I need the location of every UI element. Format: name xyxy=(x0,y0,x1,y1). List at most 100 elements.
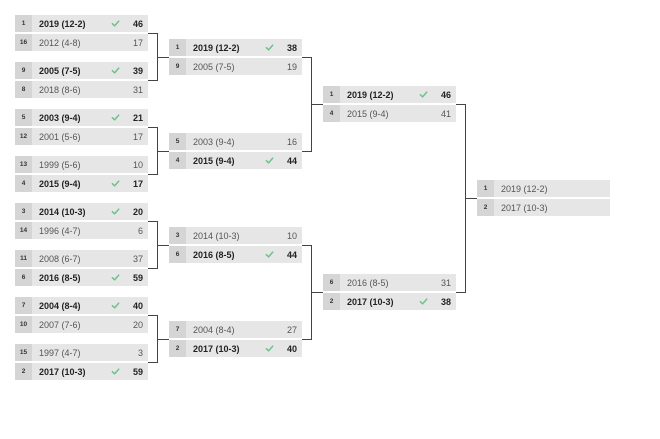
seed-badge: 12 xyxy=(15,128,32,145)
team-name: 2008 (6-7) xyxy=(39,253,81,264)
team-score: 40 xyxy=(132,300,143,311)
seed-badge: 6 xyxy=(169,246,186,263)
seed-badge: 10 xyxy=(15,316,32,333)
team-score: 10 xyxy=(132,159,143,170)
team-row[interactable]: 8 2018 (8-6) 31 xyxy=(15,81,148,98)
team-name: 2016 (8-5) xyxy=(347,277,389,288)
seed-badge: 11 xyxy=(15,250,32,267)
team-score: 44 xyxy=(286,155,297,166)
team-score: 20 xyxy=(132,206,143,217)
seed-badge: 1 xyxy=(15,15,32,32)
check-icon xyxy=(109,66,121,75)
team-name: 2004 (8-4) xyxy=(193,324,235,335)
team-row[interactable]: 6 2016 (8-5) 31 xyxy=(323,274,456,291)
team-name: 2001 (5-6) xyxy=(39,131,81,142)
seed-badge: 15 xyxy=(15,344,32,361)
team-row[interactable]: 4 2015 (9-4) 44 xyxy=(169,152,302,169)
check-icon xyxy=(417,90,429,99)
seed-badge: 7 xyxy=(15,297,32,314)
team-score: 17 xyxy=(132,178,143,189)
seed-badge: 9 xyxy=(169,58,186,75)
seed-badge: 5 xyxy=(169,133,186,150)
check-icon xyxy=(263,250,275,259)
bracket-connector xyxy=(302,245,312,340)
team-name: 2019 (12-2) xyxy=(501,183,548,194)
team-name: 2015 (9-4) xyxy=(347,108,389,119)
team-score: 31 xyxy=(440,277,451,288)
team-score: 37 xyxy=(132,253,143,264)
team-name: 2018 (8-6) xyxy=(39,84,81,95)
team-row[interactable]: 11 2008 (6-7) 37 xyxy=(15,250,148,267)
team-score: 46 xyxy=(440,89,451,100)
bracket-connector xyxy=(148,315,158,363)
check-icon xyxy=(109,273,121,282)
seed-badge: 8 xyxy=(15,81,32,98)
team-score: 44 xyxy=(286,249,297,260)
seed-badge: 6 xyxy=(15,269,32,286)
team-name: 2012 (4-8) xyxy=(39,37,81,48)
team-row[interactable]: 7 2004 (8-4) 40 xyxy=(15,297,148,314)
check-icon xyxy=(109,179,121,188)
seed-badge: 16 xyxy=(15,34,32,51)
seed-badge: 1 xyxy=(169,39,186,56)
check-icon xyxy=(109,19,121,28)
bracket-connector xyxy=(456,104,466,293)
check-icon xyxy=(109,113,121,122)
team-name: 2015 (9-4) xyxy=(39,178,81,189)
team-name: 2007 (7-6) xyxy=(39,319,81,330)
team-name: 2017 (10-3) xyxy=(347,296,394,307)
seed-badge: 4 xyxy=(169,152,186,169)
team-score: 38 xyxy=(286,42,297,53)
seed-badge: 9 xyxy=(15,62,32,79)
team-name: 2015 (9-4) xyxy=(193,155,235,166)
team-name: 1997 (4-7) xyxy=(39,347,81,358)
team-score: 16 xyxy=(286,136,297,147)
bracket-connector xyxy=(148,127,158,175)
team-row[interactable]: 4 2015 (9-4) 41 xyxy=(323,105,456,122)
team-score: 41 xyxy=(440,108,451,119)
team-name: 2004 (8-4) xyxy=(39,300,81,311)
team-score: 31 xyxy=(132,84,143,95)
team-score: 19 xyxy=(286,61,297,72)
team-score: 59 xyxy=(132,366,143,377)
seed-badge: 4 xyxy=(323,105,340,122)
seed-badge: 6 xyxy=(323,274,340,291)
check-icon xyxy=(263,156,275,165)
team-name: 2014 (10-3) xyxy=(39,206,86,217)
